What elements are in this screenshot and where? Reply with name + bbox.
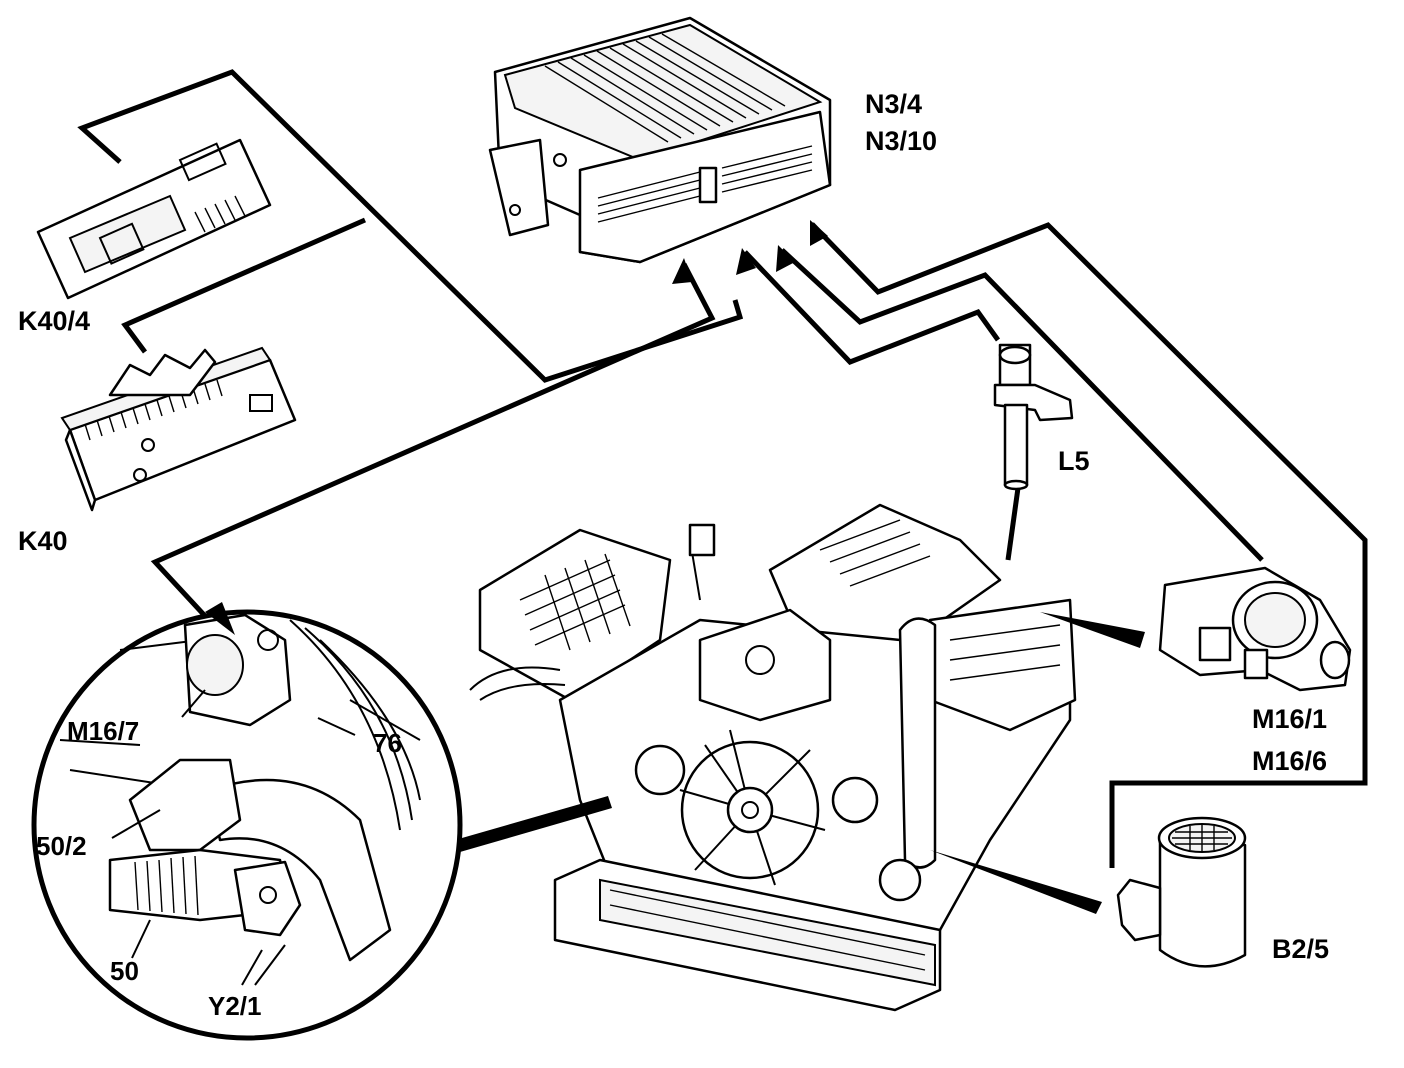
- label-k40: K40: [18, 526, 68, 556]
- wire-k40: [121, 217, 367, 354]
- labels: N3/4 N3/10 K40/4 K40 L5 M16/1 M16/6 B2/5…: [18, 89, 1329, 1021]
- label-76: 76: [373, 728, 402, 758]
- detail-inset: [31, 602, 463, 1041]
- wire-m16-1: [780, 248, 1264, 562]
- throttle-actuator-m16-1: [1158, 566, 1352, 692]
- arrow-b2-5: [810, 220, 828, 246]
- label-50-2: 50/2: [36, 831, 87, 861]
- engine-assembly: [469, 503, 1077, 1012]
- wire-l5-engine: [1005, 487, 1021, 561]
- arrow-l5: [736, 248, 756, 275]
- sensor-l5: [993, 343, 1074, 491]
- label-m16-1: M16/1: [1252, 704, 1327, 734]
- label-n3-4: N3/4: [865, 89, 922, 119]
- leader-b2-5: [930, 850, 1102, 914]
- air-mass-sensor-b2-5: [1116, 816, 1247, 968]
- leader-detail: [455, 796, 612, 852]
- wire-k40-4: [77, 69, 744, 383]
- wire-harness: [77, 69, 1368, 868]
- arrow-into-detail: [205, 602, 235, 635]
- arrow-m16-7: [672, 258, 692, 284]
- label-n3-10: N3/10: [865, 126, 937, 156]
- arrow-m16-1: [776, 245, 795, 272]
- engine-control-unit: [488, 16, 832, 264]
- relay-module-k40: [60, 346, 297, 512]
- relay-module-k40-4: [36, 138, 272, 300]
- label-y2-1: Y2/1: [208, 991, 262, 1021]
- label-m16-6: M16/6: [1252, 746, 1327, 776]
- wire-b2-5: [810, 222, 1368, 868]
- label-l5: L5: [1058, 446, 1090, 476]
- signal-arrows: [672, 220, 828, 284]
- label-b2-5: B2/5: [1272, 934, 1329, 964]
- label-k40-4: K40/4: [18, 306, 90, 336]
- label-50: 50: [110, 956, 139, 986]
- leader-lines: [455, 612, 1145, 914]
- wire-m16-7: [150, 262, 716, 632]
- label-m16-7: M16/7: [67, 716, 139, 746]
- wire-l5: [743, 250, 1001, 365]
- leader-m16-1: [1040, 612, 1145, 648]
